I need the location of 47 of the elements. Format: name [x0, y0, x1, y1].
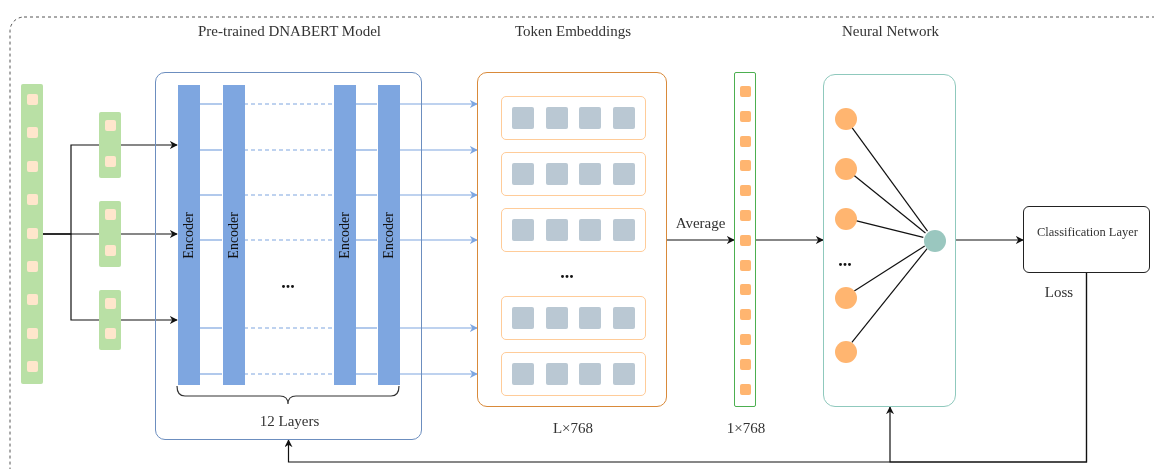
panel-title: Token Embeddings — [515, 22, 631, 40]
encoder-label: Encoder — [381, 211, 397, 259]
input-neuron — [835, 158, 857, 180]
sequence-strip — [21, 84, 43, 384]
encoder-layer — [378, 85, 400, 385]
arrow — [955, 236, 1024, 244]
encoder-label: Encoder — [181, 211, 197, 259]
encoder-layer — [334, 85, 356, 385]
arrow — [120, 316, 178, 324]
arrow — [755, 236, 824, 244]
ellipsis: ... — [838, 249, 852, 271]
connector-line — [853, 245, 926, 292]
token-row — [501, 296, 646, 340]
arrow — [666, 236, 735, 244]
connector-line — [855, 220, 924, 238]
connector-line — [852, 174, 927, 234]
arrow — [120, 230, 178, 238]
classifier-label: Classification Layer — [1037, 224, 1138, 240]
token-row — [501, 352, 646, 396]
input-neuron — [835, 108, 857, 130]
kmer-strip — [99, 112, 121, 178]
encoder-label: Encoder — [337, 211, 353, 259]
token-row — [501, 152, 646, 196]
output-neuron — [924, 230, 946, 252]
encoder-label: Encoder — [226, 211, 242, 259]
token-row — [501, 96, 646, 140]
encoder-layer — [178, 85, 200, 385]
connector-line — [851, 248, 928, 344]
kmer-strip — [99, 290, 121, 350]
encoder-layer — [223, 85, 245, 385]
ellipsis: ... — [281, 271, 295, 293]
kmer-strip — [99, 201, 121, 267]
input-neuron — [835, 208, 857, 230]
input-neuron — [835, 341, 857, 363]
dimension-label: L×768 — [552, 419, 594, 437]
arrow — [886, 272, 1088, 463]
connector-line — [42, 233, 100, 321]
dimension-label: 1×768 — [726, 419, 766, 437]
panel-title: Pre-trained DNABERT Model — [198, 22, 381, 40]
arrow — [120, 141, 178, 149]
connector-line — [850, 126, 929, 232]
layer-count: 12 Layers — [259, 412, 320, 430]
loss-label: Loss — [1044, 283, 1074, 301]
token-row — [501, 208, 646, 252]
input-neuron — [835, 287, 857, 309]
ellipsis: ... — [560, 261, 574, 283]
panel-title: Neural Network — [841, 22, 939, 40]
